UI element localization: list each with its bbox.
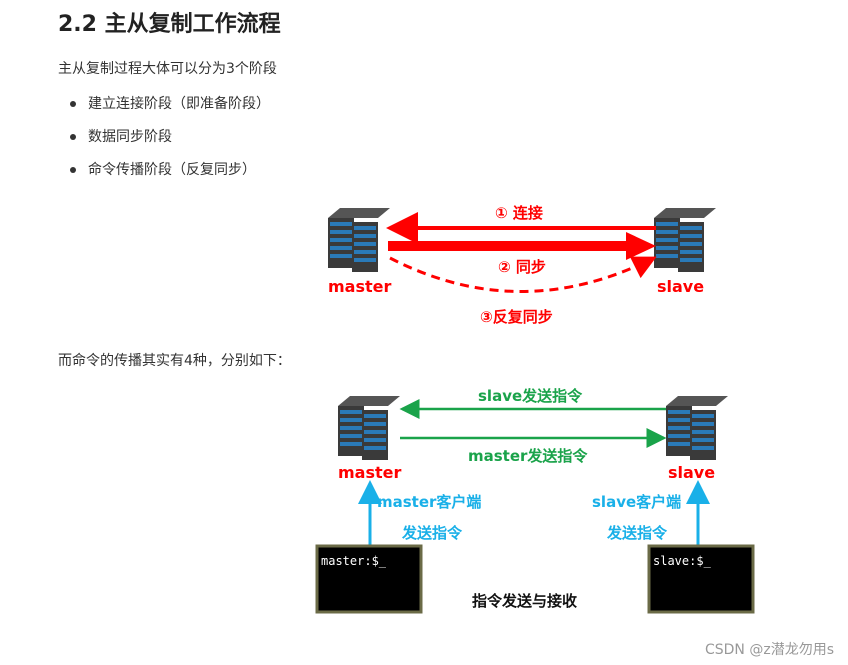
diagram1-slave-label: slave [657,277,704,296]
slave-client-label: slave客户端 [592,493,681,511]
master-command-label: master发送指令 [468,447,588,465]
list-item: 数据同步阶段 [58,125,270,158]
diagram2-slave-label: slave [668,463,715,482]
list-item: 命令传播阶段（反复同步） [58,158,270,191]
diagram1-step2-label: ② 同步 [498,258,546,276]
diagram1-master-label: master [328,277,391,296]
diagram1-step3-label: ③反复同步 [480,308,553,326]
master-client-label: master客户端 [377,493,481,511]
propagation-text: 而命令的传播其实有4种，分别如下： [58,353,291,369]
bullet-icon [70,167,76,173]
master-terminal: master:$_ [315,544,423,614]
slave-terminal-prompt: slave:$_ [653,554,712,568]
diagram1-slave-server-icon [654,208,716,272]
stage-label: 数据同步阶段 [88,129,172,145]
stage-label: 命令传播阶段（反复同步） [88,162,256,178]
diagram2-master-server-icon [338,396,400,460]
stage-list: 建立连接阶段（即准备阶段） 数据同步阶段 命令传播阶段（反复同步） [58,92,270,191]
master-terminal-prompt: master:$_ [321,554,387,568]
stage-label: 建立连接阶段（即准备阶段） [88,96,270,112]
slave-terminal: slave:$_ [647,544,755,614]
diagram2-caption: 指令发送与接收 [472,592,577,610]
bullet-icon [70,134,76,140]
master-client-label-2: 发送指令 [401,524,463,542]
diagram2-slave-server-icon [666,396,728,460]
slave-client-label-2: 发送指令 [606,524,668,542]
section-title: 2.2 主从复制工作流程 [58,12,281,37]
diagram1-master-server-icon [328,208,390,272]
diagram1-step1-label: ① 连接 [495,204,543,222]
slave-command-label: slave发送指令 [478,387,583,405]
list-item: 建立连接阶段（即准备阶段） [58,92,270,125]
watermark: CSDN @z潜龙勿用s [704,642,834,658]
bullet-icon [70,101,76,107]
intro-text: 主从复制过程大体可以分为3个阶段 [58,61,277,77]
sync-arrowhead [626,232,656,260]
repeat-sync-arrow [389,256,657,293]
diagram2-master-label: master [338,463,401,482]
